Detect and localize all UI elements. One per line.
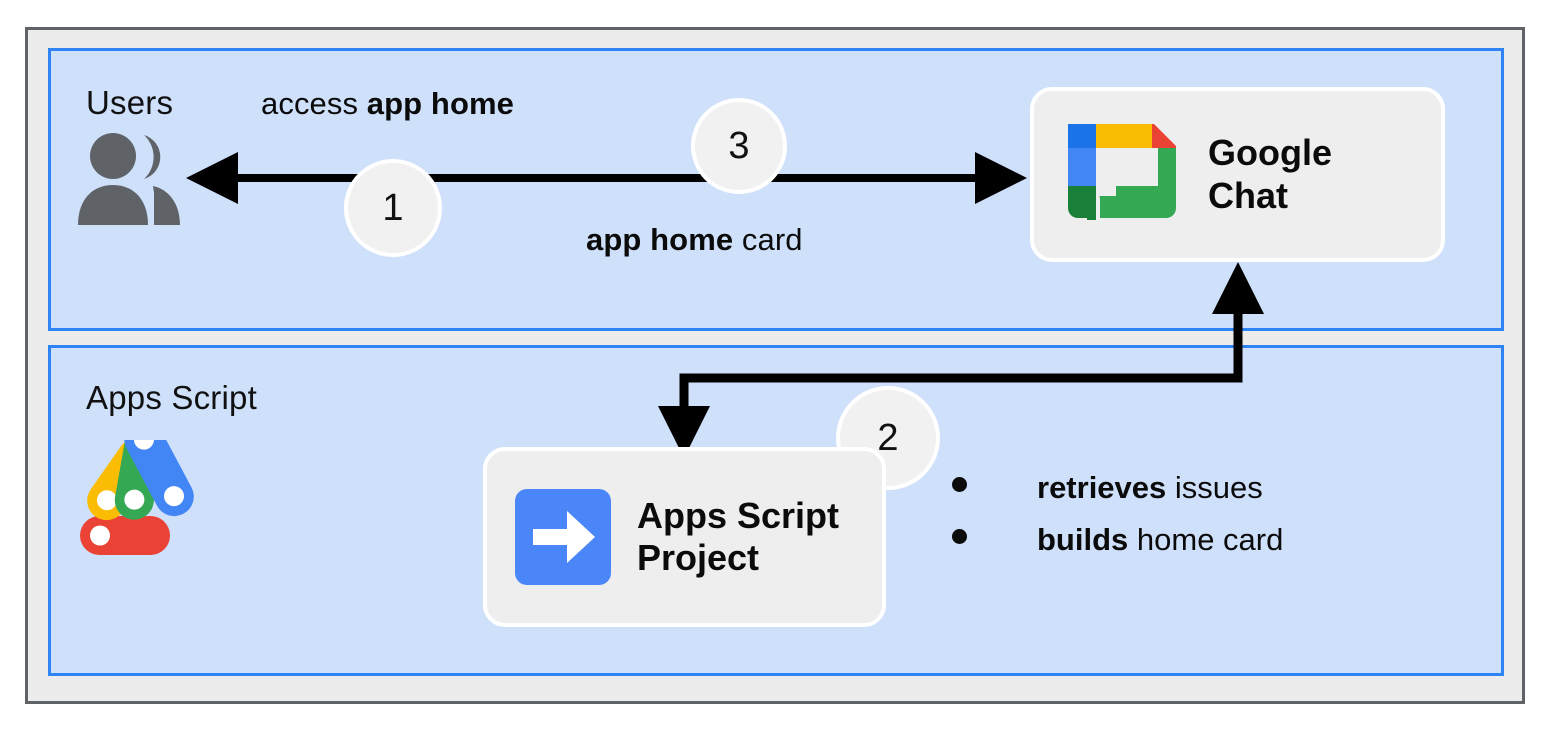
label-access-prefix: access	[261, 86, 367, 121]
card-google-chat: Google Chat	[1030, 87, 1445, 262]
label-card-suffix: card	[733, 222, 803, 257]
step-badge-3: 3	[691, 98, 787, 194]
bullet-rest-0: issues	[1166, 470, 1263, 505]
label-app-home-card: app home card	[586, 222, 803, 258]
step-badge-2: 2	[836, 386, 940, 490]
bullet-dot-icon	[952, 529, 967, 544]
bullet-strong-0: retrieves	[1037, 470, 1167, 505]
panel-apps-script-title: Apps Script	[86, 379, 257, 416]
label-card-strong: app home	[586, 222, 734, 257]
list-item: retrieves issues	[952, 470, 1422, 506]
step-badge-1: 1	[344, 159, 442, 257]
label-access-app-home: access app home	[261, 86, 514, 122]
bullet-rest-1: home card	[1128, 522, 1284, 557]
panel-users-title: Users	[86, 84, 174, 121]
card-apps-script-project: Apps Script Project	[483, 447, 886, 627]
list-item: builds home card	[952, 522, 1422, 558]
card-google-chat-label: Google Chat	[1208, 132, 1332, 216]
bullet-text: builds home card	[1037, 522, 1283, 558]
google-chat-logo	[1056, 116, 1182, 234]
card-apps-script-project-label: Apps Script Project	[637, 494, 840, 578]
apps-script-action-list: retrieves issues builds home card	[952, 470, 1422, 574]
bullet-text: retrieves issues	[1037, 470, 1263, 506]
apps-script-logo	[80, 419, 214, 555]
apps-script-project-icon	[515, 489, 611, 585]
bullet-dot-icon	[952, 477, 967, 492]
users-icon	[76, 133, 182, 225]
bullet-strong-1: builds	[1037, 522, 1129, 557]
label-access-strong: app home	[366, 86, 514, 121]
